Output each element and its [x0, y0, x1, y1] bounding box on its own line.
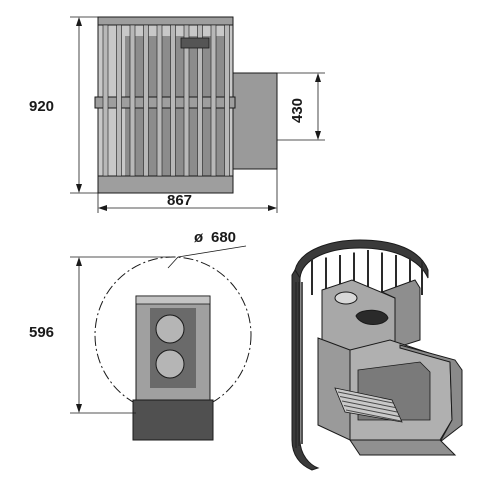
- iso-grate-line: [339, 396, 396, 408]
- front-bar: [143, 24, 149, 177]
- front-bar: [116, 24, 122, 177]
- plan-opening-lower: [155, 349, 185, 379]
- dim-label-596: 596: [29, 324, 54, 341]
- dim-label-867: 867: [167, 192, 192, 209]
- iso-grate-lines: [337, 391, 402, 422]
- iso-middle-opening: [355, 309, 389, 325]
- front-bar: [102, 24, 109, 177]
- plan-view: [94, 256, 252, 441]
- dim-width-total: 867: [97, 169, 278, 213]
- plan-opening-upper: [155, 314, 185, 344]
- dim-base-depth: 596: [29, 256, 170, 414]
- dim-chimney-height: 430: [277, 72, 325, 141]
- front-bar: [197, 24, 203, 177]
- front-bar: [210, 24, 217, 177]
- dim-height-total: 920: [29, 16, 98, 194]
- front-bottom-rail: [97, 175, 234, 194]
- isometric-view: [291, 239, 463, 471]
- plan-base: [132, 399, 214, 441]
- iso-grate-line: [343, 405, 400, 417]
- front-top-rail: [97, 16, 234, 26]
- front-bar: [183, 24, 190, 177]
- front-bar: [129, 24, 136, 177]
- front-view: [94, 16, 278, 194]
- iso-back-panel: [380, 279, 421, 349]
- iso-top-ring: [294, 239, 429, 280]
- chimney-block: [231, 72, 278, 170]
- front-bar: [170, 24, 176, 177]
- plan-firebox-top: [135, 295, 211, 305]
- front-bar: [156, 24, 163, 177]
- iso-grate-line: [341, 400, 398, 413]
- front-bar: [224, 24, 230, 177]
- front-middle-rail: [94, 96, 236, 109]
- front-bars: [102, 24, 230, 177]
- iso-grate-line: [337, 391, 394, 404]
- dim-diameter: ø 680: [167, 229, 247, 269]
- dim-label-920: 920: [29, 98, 54, 115]
- dim-label-430: 430: [289, 98, 306, 123]
- dim-diameter-symbol: ø: [194, 229, 204, 246]
- front-top-block: [180, 37, 210, 49]
- iso-floor: [349, 439, 457, 456]
- iso-firebox-front: [317, 337, 351, 441]
- iso-grate-line: [345, 409, 402, 422]
- dim-label-680: 680: [211, 229, 236, 246]
- iso-front-bars: [295, 282, 303, 448]
- iso-top-opening: [334, 291, 358, 305]
